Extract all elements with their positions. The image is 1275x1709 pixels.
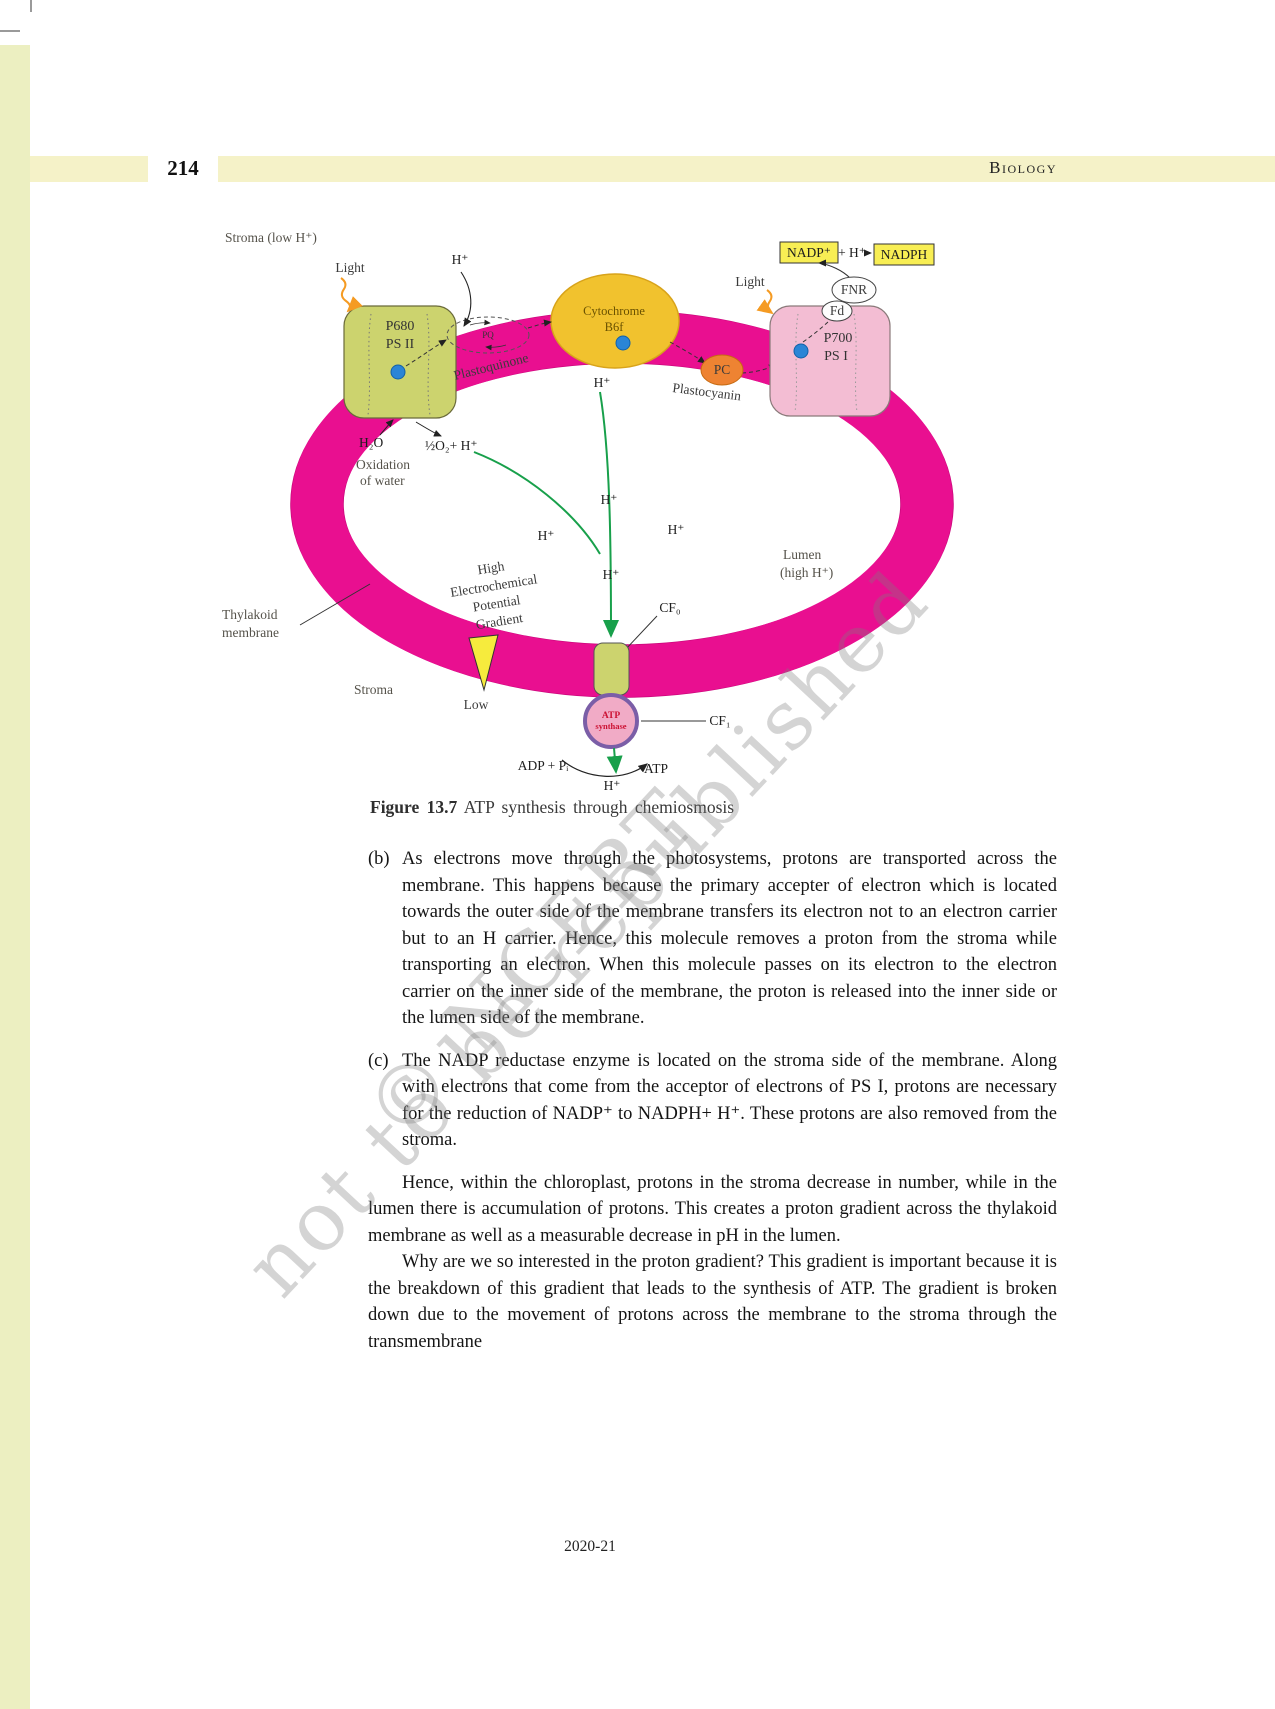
electron-dot-cytochrome: [615, 335, 631, 351]
plastoquinone-shuttle: PQ: [446, 316, 530, 354]
label-stroma-low-h: Stroma (low H⁺): [225, 230, 317, 245]
label-half-o2: ½O₂+ H⁺: [425, 438, 477, 453]
arrow-h2o-to-ps2: [379, 419, 394, 436]
label-psI: PS I: [824, 349, 848, 364]
cytochrome-b6f: Cytochrome B6f: [550, 273, 680, 369]
footer-year: 2020-21: [564, 1538, 616, 1555]
paragraph-b-label: (b): [368, 849, 390, 869]
label-b6f: B6f: [605, 320, 625, 334]
crop-mark-vertical: [30, 0, 32, 12]
label-h-plus-4: H⁺: [603, 567, 620, 582]
label-light-left: Light: [335, 260, 364, 275]
page-edge-strip: [0, 45, 30, 1709]
label-gradient-1: High: [476, 558, 505, 577]
label-p680: P680: [386, 319, 415, 334]
nadph-box: [873, 243, 935, 266]
label-h-plus-2: H⁺: [538, 528, 555, 543]
crop-mark-horizontal: [0, 30, 20, 32]
label-h-plus-bottom: H⁺: [604, 778, 621, 793]
arrow-ps2-to-o2: [415, 421, 442, 437]
label-atp: ATP: [644, 761, 668, 776]
paragraph-hence: Hence, within the chloroplast, protons i…: [368, 1172, 1057, 1246]
fnr-ellipse: [831, 276, 877, 304]
label-low: Low: [464, 697, 489, 712]
green-proton-out-arrow: [606, 747, 623, 774]
gradient-triangle: [468, 634, 499, 692]
label-cytochrome: Cytochrome: [583, 304, 645, 318]
label-h-plus-1: H⁺: [601, 492, 618, 507]
label-membrane: membrane: [222, 625, 279, 640]
light-squiggle-right: [756, 289, 774, 315]
header-band: [30, 156, 1275, 182]
label-pc: PC: [714, 362, 731, 377]
electron-dot-ps1: [793, 343, 809, 359]
figure-diagram-container: P680 PS II PQ Plastoquinone Cytochrome B…: [220, 222, 960, 802]
paragraph-b: (b) As electrons move through the photos…: [368, 846, 1057, 1032]
label-oxidation: Oxidation: [356, 457, 410, 472]
label-pq: PQ: [482, 330, 494, 340]
label-gradient-3: Potential: [472, 592, 522, 614]
atp-synthase-knob: [583, 693, 639, 749]
label-of-water: of water: [360, 473, 405, 488]
label-p700: P700: [824, 331, 853, 346]
label-h-plus-top: H⁺: [452, 252, 469, 267]
label-h2o: H₂O: [359, 435, 383, 450]
chemiosmosis-diagram: P680 PS II PQ Plastoquinone Cytochrome B…: [222, 230, 954, 793]
arrow-cytochrome-to-pc: [669, 341, 706, 364]
label-h-plus-3: H⁺: [668, 522, 685, 537]
header-title: Biology: [989, 158, 1057, 177]
thylakoid-pointer-line: [299, 583, 371, 626]
label-cf0: CF₀: [659, 600, 681, 615]
label-fd: Fd: [830, 303, 845, 318]
body-text: (b) As electrons move through the photos…: [368, 846, 1057, 1355]
paragraph-why: Why are we so interested in the proton g…: [368, 1252, 1057, 1352]
figure-caption-text: ATP synthesis through chemiosmosis: [463, 797, 735, 817]
nadp-box: [779, 241, 839, 264]
arrow-pc-to-ps1: [741, 363, 777, 374]
label-stroma: Stroma: [354, 682, 393, 697]
label-high-h: (high H⁺): [780, 565, 833, 580]
proton-arrow-top: [460, 271, 472, 327]
label-adp-pi: ADP + Pᵢ: [518, 758, 569, 773]
cf0-pointer-line: [624, 615, 658, 651]
arrow-adp-to-atp: [561, 759, 648, 777]
cf0-channel: [593, 642, 630, 696]
arrow-ps2-to-pq: [405, 339, 447, 367]
label-atp-synthase-1: ATP: [602, 711, 620, 721]
green-path-from-water: [473, 451, 601, 555]
paragraph-c-label: (c): [368, 1050, 389, 1071]
label-atp-synthase-2: synthase: [595, 721, 626, 731]
arrow-pq-to-cytochrome: [527, 319, 552, 329]
label-light-right: Light: [735, 274, 764, 289]
label-fnr: FNR: [841, 282, 867, 297]
label-lumen: Lumen: [783, 547, 821, 562]
label-psII: PS II: [386, 337, 415, 352]
label-nadp: NADP⁺: [787, 245, 831, 260]
photosystem-1: P700 PS I: [769, 305, 891, 417]
electron-dot-ps2: [390, 364, 406, 380]
pc-ellipse: [700, 354, 744, 386]
paragraph-c-text: The NADP reductase enzyme is located on …: [402, 1050, 1057, 1151]
paragraph-b-text: As electrons move through the photosyste…: [402, 849, 1057, 1028]
label-cf1: CF₁: [709, 713, 730, 728]
figure-caption: Figure 13.7 ATP synthesis through chemio…: [370, 797, 734, 818]
green-path-to-atp-synthase: [599, 391, 619, 638]
paragraph-c: (c) The NADP reductase enzyme is located…: [368, 1048, 1057, 1154]
label-nadph: NADPH: [881, 247, 928, 262]
fd-ellipse: [821, 300, 853, 322]
page-number-text: 214: [167, 156, 199, 180]
label-h-plus-cytochrome: H⁺: [594, 375, 611, 390]
photosystem-2: P680 PS II: [343, 305, 457, 419]
label-gradient-4: Gradient: [475, 610, 524, 632]
label-plus-h: + H⁺: [838, 245, 866, 260]
figure-caption-label: Figure 13.7: [370, 797, 458, 817]
light-squiggle-left: [340, 277, 363, 313]
label-thylakoid: Thylakoid: [222, 607, 278, 622]
page-number: 214: [148, 128, 218, 184]
arrow-fnr-to-nadp: [818, 259, 851, 279]
